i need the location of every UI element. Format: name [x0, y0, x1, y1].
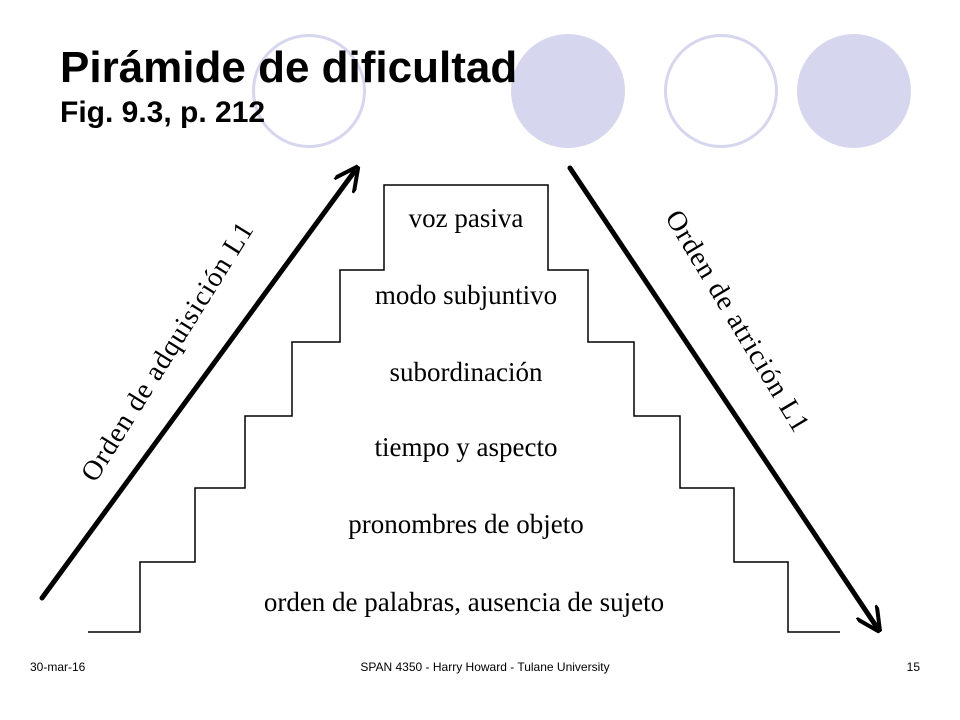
step-label-1: voz pasiva	[409, 203, 524, 233]
step-label-5: pronombres de objeto	[348, 509, 583, 539]
decor-circle-1	[252, 34, 366, 148]
title-main: Pirámide de dificultad	[60, 43, 518, 92]
attrition-label: Orden de atrición L1	[659, 205, 816, 439]
footer-course: SPAN 4350 - Harry Howard - Tulane Univer…	[360, 660, 610, 674]
staircase-outline	[88, 184, 840, 633]
acquisition-arrow	[39, 172, 354, 601]
step-label-4: tiempo y aspecto	[375, 432, 558, 462]
step-label-3: subordinación	[390, 357, 543, 387]
attrition-arrow	[567, 165, 876, 626]
title-sub: Fig. 9.3, p. 212	[60, 96, 266, 129]
acquisition-label: Orden de adquisición L1	[75, 216, 261, 487]
decor-circle-3	[664, 34, 778, 148]
step-label-2: modo subjuntivo	[375, 280, 557, 310]
decor-circle-4	[797, 34, 911, 148]
footer-page-number: 15	[906, 660, 920, 674]
slide-title: Pirámide de dificultad Fig. 9.3, p. 212	[60, 42, 517, 132]
decor-circle-2	[511, 34, 625, 148]
footer-date: 30-mar-16	[30, 660, 86, 674]
step-label-6: orden de palabras, ausencia de sujeto	[264, 587, 664, 617]
